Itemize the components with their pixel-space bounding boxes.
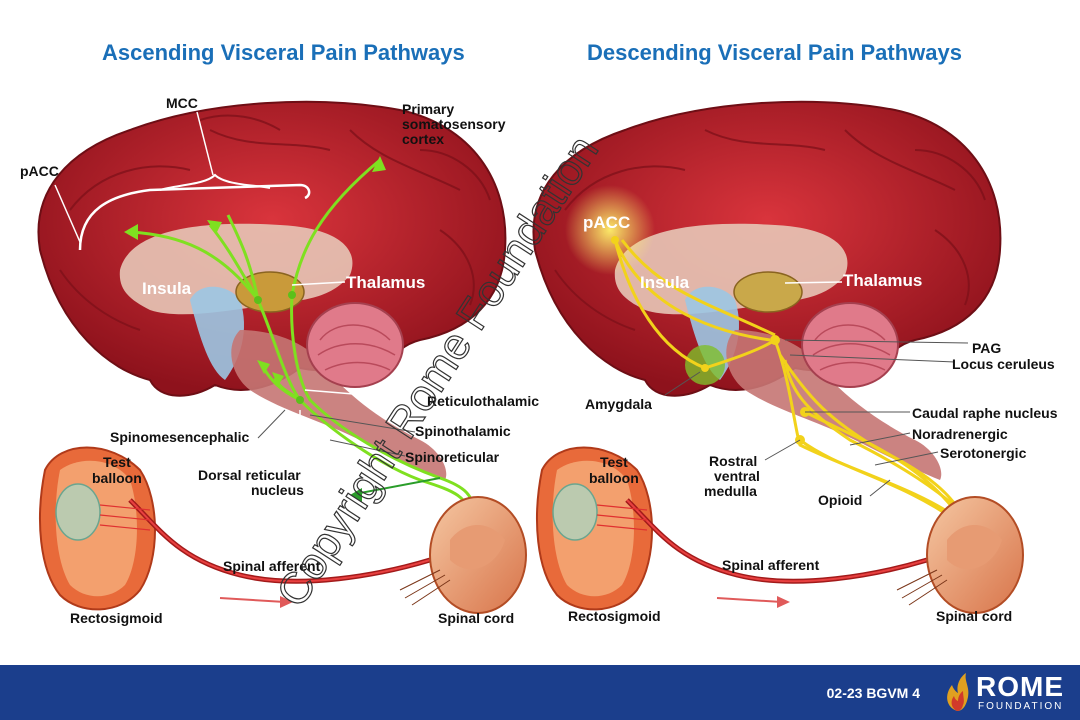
footer-bar: 02-23 BGVM 4 ROME FOUNDATION [0,665,1080,720]
pacc-label-right: pACC [583,213,630,232]
spinomesencephalic-label: Spinomesencephalic [110,429,249,445]
left-ventricle [190,286,245,380]
insula-label-right: Insula [640,273,690,292]
test-balloon-label-left-2: balloon [92,470,142,486]
right-descending-pathways [613,239,972,524]
rostral-label-2: ventral [714,468,760,484]
rectosigmoid-label-left: Rectosigmoid [70,610,163,626]
dorsal-reticular-label-1: Dorsal reticular [198,467,301,483]
thalamus-label-left: Thalamus [346,273,425,292]
logo-word: ROME [976,671,1064,702]
rectosigmoid-label-right: Rectosigmoid [568,608,661,624]
insula-label-left: Insula [142,279,192,298]
logo-sub: FOUNDATION [978,701,1064,712]
primary-somatosensory-label-1: Primary [402,101,454,117]
mcc-label: MCC [166,95,198,111]
amygdala-label: Amygdala [585,396,652,412]
test-balloon-label-left-1: Test [103,454,131,470]
spinal-cord-label-right: Spinal cord [936,608,1012,624]
spinothalamic-label: Spinothalamic [415,423,511,439]
thalamus-label-right: Thalamus [843,271,922,290]
right-panel-title: Descending Visceral Pain Pathways [587,40,962,65]
left-panel-title: Ascending Visceral Pain Pathways [102,40,465,65]
right-brainstem [726,330,942,480]
rostral-label-1: Rostral [709,453,757,469]
left-panel: MCC pACC Primary somatosensory cortex In… [20,95,539,626]
right-cerebellum [801,302,899,388]
spinal-afferent-label-right: Spinal afferent [722,557,820,573]
primary-somatosensory-label-2: somatosensory [402,116,506,132]
left-test-balloon [55,483,101,541]
spinoreticular-label: Spinoreticular [405,449,500,465]
right-ventricle [685,286,740,380]
noradrenergic-label: Noradrenergic [912,426,1008,442]
test-balloon-label-right-2: balloon [589,470,639,486]
right-gyri [554,129,986,331]
caudal-raphe-label: Caudal raphe nucleus [912,405,1058,421]
slide-code: 02-23 BGVM 4 [826,685,920,701]
left-mcc-bracket [78,183,311,251]
flame-icon [947,673,969,711]
opioid-label: Opioid [818,492,862,508]
rostral-label-3: medulla [704,483,757,499]
spinal-cord-label-left: Spinal cord [438,610,514,626]
left-gyri [59,114,491,331]
spinal-afferent-label-left: Spinal afferent [223,558,321,574]
left-cerebellum [306,302,404,388]
pacc-label-left: pACC [20,163,59,179]
serotonergic-label: Serotonergic [940,445,1027,461]
test-balloon-label-right-1: Test [600,454,628,470]
dorsal-reticular-label-2: nucleus [251,482,304,498]
pag-label: PAG [972,340,1001,356]
left-ascending-pathways [129,158,475,521]
primary-somatosensory-label-3: cortex [402,131,444,147]
right-panel: pACC Insula Thalamus PAG Locus ceruleus … [532,100,1058,624]
reticulothalamic-label: Reticulothalamic [427,393,539,409]
rome-foundation-logo: ROME FOUNDATION [942,671,1064,715]
locus-ceruleus-label: Locus ceruleus [952,356,1055,372]
right-test-balloon [552,483,598,541]
visceral-pain-pathways-diagram: MCC pACC Primary somatosensory cortex In… [20,95,1058,626]
right-thalamus [733,271,803,313]
